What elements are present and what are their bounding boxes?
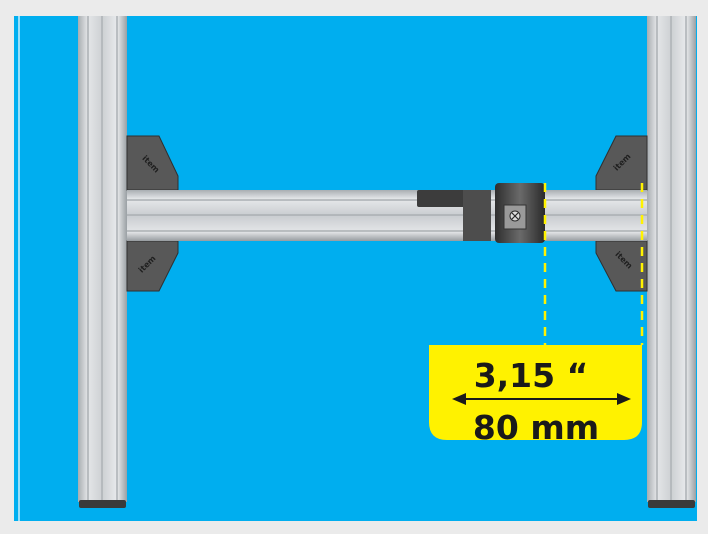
bracket-top-right: item: [595, 135, 648, 191]
top-frame-band: [0, 0, 708, 16]
left-frame-band: [0, 0, 14, 534]
horizontal-beam: [127, 190, 647, 241]
double-arrow-icon: [452, 393, 631, 405]
dimension-label: 3,15 “ 80 mm: [429, 345, 642, 447]
dimension-imperial: 3,15 “: [474, 356, 589, 395]
bracket-top-left: item: [126, 135, 179, 191]
bottom-frame-band: [0, 521, 708, 534]
dimension-metric: 80 mm: [473, 408, 599, 447]
bracket-bottom-left: item: [126, 240, 179, 292]
left-post: [78, 16, 127, 508]
clamp-connector: [417, 183, 545, 243]
right-frame-band: [697, 16, 708, 534]
dimension-guides: [543, 183, 644, 345]
right-post: [647, 16, 696, 508]
